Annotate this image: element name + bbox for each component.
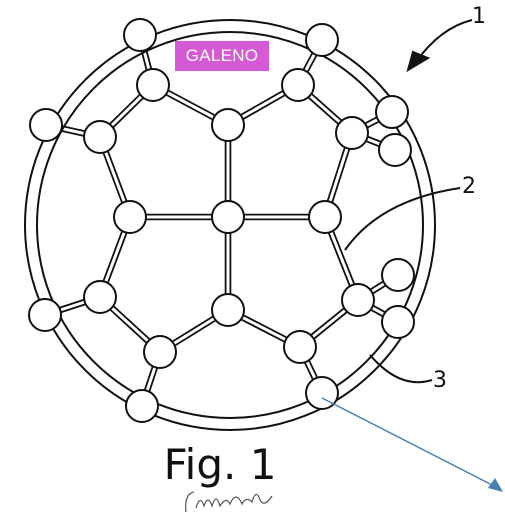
arrowhead-1 <box>406 50 431 73</box>
atom-node <box>83 280 117 314</box>
reference-numeral-1: 1 <box>472 4 486 29</box>
atom-node <box>283 330 317 364</box>
atom-node <box>211 293 245 327</box>
atom-node <box>378 133 412 167</box>
atom-node <box>381 258 415 292</box>
inner-ring <box>36 31 424 419</box>
outer-ring <box>24 19 436 431</box>
atom-node <box>83 120 117 154</box>
leader-line-3 <box>369 354 433 384</box>
atom-node <box>125 389 159 423</box>
atom-node <box>136 68 170 102</box>
handwritten-signature <box>185 491 273 513</box>
leader-line-2 <box>344 187 461 251</box>
atom-node <box>305 376 339 410</box>
atom-node <box>211 200 245 234</box>
annotation-arrow <box>321 397 503 492</box>
figure-caption: Fig. 1 <box>163 440 277 489</box>
atom-layer <box>28 18 415 423</box>
atom-node <box>375 95 409 129</box>
atom-node <box>381 305 415 339</box>
atom-node <box>305 23 339 57</box>
reference-numeral-2: 2 <box>462 174 476 199</box>
atom-node <box>341 283 375 317</box>
galeno-badge: GALENO <box>175 41 269 71</box>
reference-numeral-3: 3 <box>433 368 447 393</box>
atom-node <box>308 200 342 234</box>
atom-node <box>29 108 63 142</box>
atom-node <box>211 108 245 142</box>
atom-node <box>143 335 177 369</box>
atom-node <box>113 200 147 234</box>
atom-node <box>123 18 157 52</box>
atom-node <box>28 298 62 332</box>
atom-node <box>335 116 369 150</box>
atom-node <box>281 68 315 102</box>
